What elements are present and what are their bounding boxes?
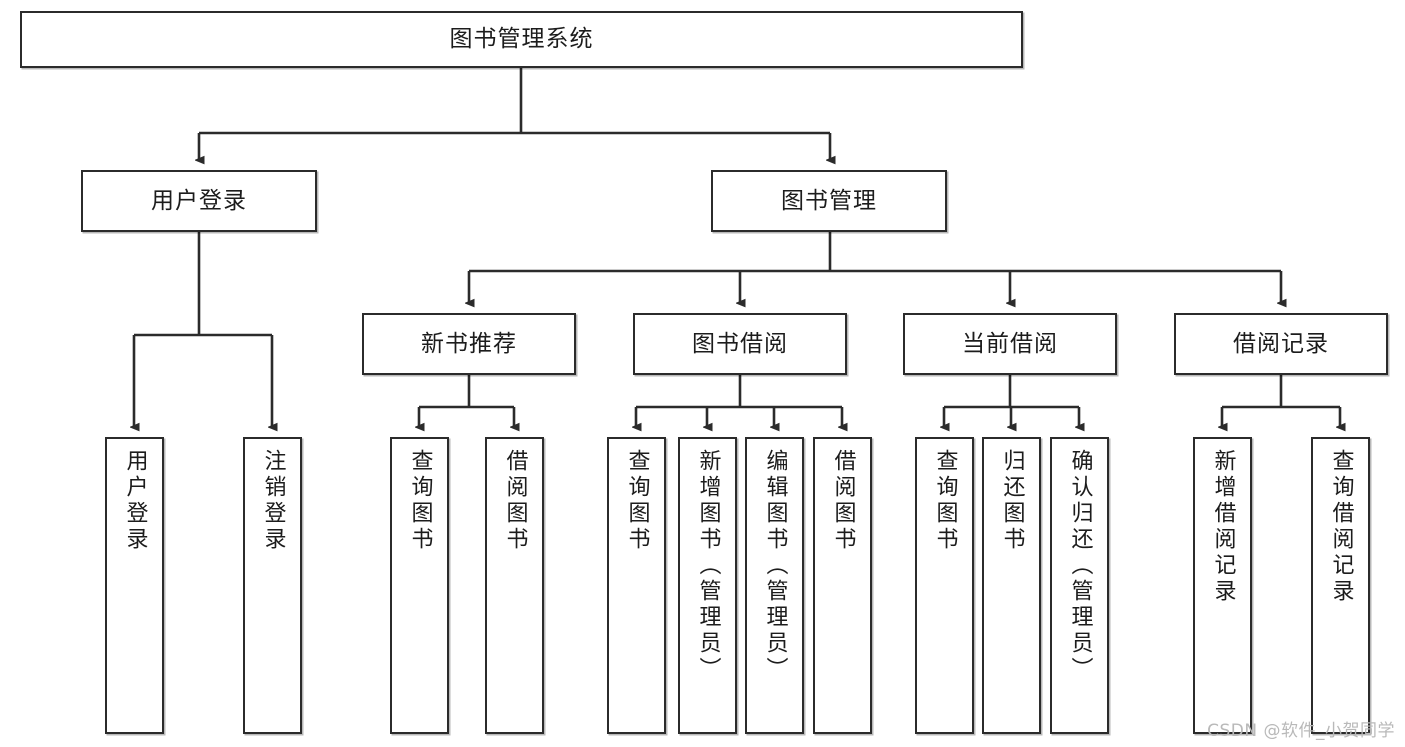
node-label: 用户登录	[122, 449, 148, 553]
node-label: 查询图书	[407, 449, 433, 553]
node-label: 借阅图书	[830, 449, 856, 553]
leaf-logout[interactable]: 注销登录	[243, 437, 302, 734]
node-book-management-system[interactable]: 图书管理系统	[20, 11, 1023, 68]
leaf-query-books-current[interactable]: 查询图书	[915, 437, 974, 734]
leaf-edit-book-admin[interactable]: 编辑图书（管理员）	[745, 437, 804, 734]
leaf-borrow-books-recommendation[interactable]: 借阅图书	[485, 437, 544, 734]
node-label: 查询图书	[624, 449, 650, 553]
node-user-login[interactable]: 用户登录	[81, 170, 317, 232]
leaf-add-book-admin[interactable]: 新增图书（管理员）	[678, 437, 737, 734]
leaf-query-books-recommendation[interactable]: 查询图书	[390, 437, 449, 734]
leaf-add-borrow-record[interactable]: 新增借阅记录	[1193, 437, 1252, 734]
node-borrowing-records[interactable]: 借阅记录	[1174, 313, 1388, 375]
leaf-confirm-return-admin[interactable]: 确认归还（管理员）	[1050, 437, 1109, 734]
node-book-management[interactable]: 图书管理	[711, 170, 947, 232]
node-label: 当前借阅	[962, 330, 1058, 357]
watermark: CSDN @软件_小贺同学	[1207, 721, 1395, 741]
node-label: 新增借阅记录	[1210, 449, 1236, 605]
leaf-return-books[interactable]: 归还图书	[982, 437, 1041, 734]
node-label: 用户登录	[151, 187, 247, 214]
leaf-user-login[interactable]: 用户登录	[105, 437, 164, 734]
node-book-borrowing[interactable]: 图书借阅	[633, 313, 847, 375]
node-label: 借阅记录	[1233, 330, 1329, 357]
node-label: 编辑图书（管理员）	[762, 449, 788, 683]
node-label: 查询图书	[932, 449, 958, 553]
node-label: 归还图书	[999, 449, 1025, 553]
node-label: 新增图书（管理员）	[695, 449, 721, 683]
leaf-query-borrow-record[interactable]: 查询借阅记录	[1311, 437, 1370, 734]
node-current-borrowing[interactable]: 当前借阅	[903, 313, 1117, 375]
node-label: 图书管理系统	[449, 26, 594, 53]
node-label: 查询借阅记录	[1328, 449, 1354, 605]
leaf-borrow-books[interactable]: 借阅图书	[813, 437, 872, 734]
node-new-book-recommendation[interactable]: 新书推荐	[362, 313, 576, 375]
node-label: 借阅图书	[502, 449, 528, 553]
node-label: 确认归还（管理员）	[1067, 449, 1093, 683]
node-label: 注销登录	[260, 449, 286, 553]
node-label: 图书借阅	[692, 330, 788, 357]
node-label: 图书管理	[781, 187, 877, 214]
leaf-query-books-borrowing[interactable]: 查询图书	[607, 437, 666, 734]
node-label: 新书推荐	[421, 330, 517, 357]
